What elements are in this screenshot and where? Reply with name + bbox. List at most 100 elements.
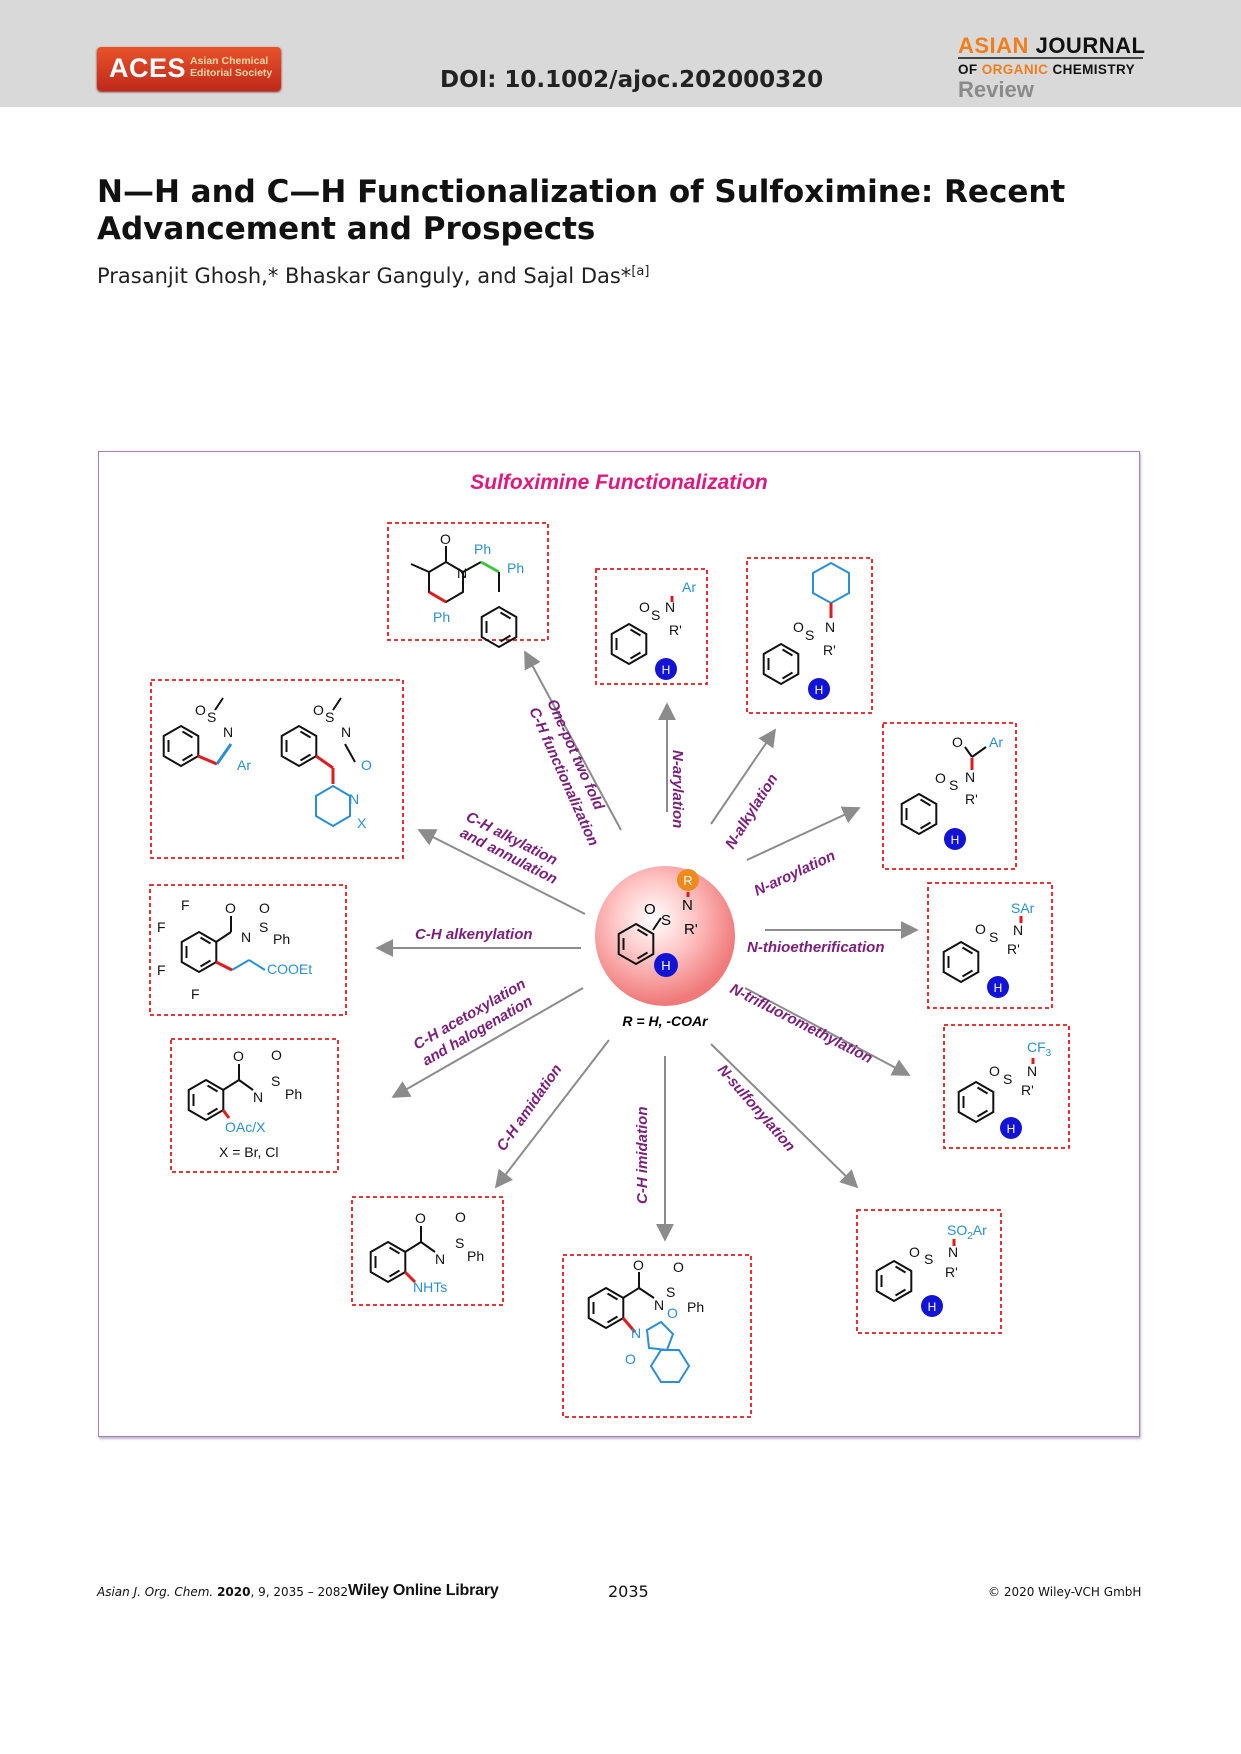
center-hydrogen-label: H [661, 958, 670, 973]
svg-text:NHTs: NHTs [413, 1279, 447, 1295]
product-ch-alkenylation: F F F F O N S O Ph COOEt [157, 897, 312, 1002]
affiliation-mark: [a] [631, 264, 650, 279]
svg-text:H: H [994, 981, 1003, 995]
svg-text:SO2Ar: SO2Ar [947, 1222, 987, 1242]
label-n-trifluoromethylation: N-trifluoromethylation [727, 980, 875, 1067]
svg-text:N: N [631, 1325, 641, 1341]
author-list: Prasanjit Ghosh,* Bhaskar Ganguly, and S… [97, 264, 649, 288]
svg-text:R': R' [823, 642, 836, 658]
box-ch-acetoxylation [170, 1038, 339, 1173]
aces-logo-sub1: Asian Chemical [190, 55, 269, 67]
svg-text:Ph: Ph [474, 541, 491, 557]
footer-year: 2020 [217, 1585, 251, 1599]
svg-text:O: O [313, 702, 324, 718]
svg-text:N: N [825, 619, 835, 635]
svg-text:Ph: Ph [285, 1086, 302, 1102]
svg-text:O: O [633, 1257, 644, 1273]
product-n-aroylation: O Ar O S N R' H [900, 734, 1003, 850]
journal-logo-line1: ASIAN JOURNAL [958, 33, 1145, 59]
label-n-sulfonylation: N-sulfonylation [714, 1061, 798, 1155]
svg-text:N: N [965, 769, 975, 785]
svg-text:S: S [949, 777, 958, 793]
svg-text:R': R' [1007, 941, 1020, 957]
svg-text:N: N [349, 791, 359, 807]
svg-text:S: S [271, 1073, 280, 1089]
svg-text:N: N [654, 1297, 664, 1313]
svg-text:R': R' [669, 622, 682, 638]
svg-text:N: N [1027, 1063, 1037, 1079]
product-frames [149, 522, 1070, 1418]
doi-link[interactable]: DOI: 10.1002/ajoc.202000320 [440, 67, 824, 93]
svg-text:O: O [952, 734, 963, 750]
svg-text:O: O [440, 531, 451, 547]
label-n-arylation: N-arylation [669, 750, 686, 828]
svg-text:H: H [928, 1300, 937, 1314]
graphical-figure: Sulfoximine Functionalization One-pot tw… [98, 451, 1140, 1437]
svg-text:O: O [415, 1210, 426, 1226]
svg-text:F: F [157, 962, 166, 978]
center-r-prime: R' [684, 921, 698, 938]
authors-text: Prasanjit Ghosh,* Bhaskar Ganguly, and S… [97, 264, 632, 288]
svg-text:N: N [665, 599, 675, 615]
product-n-sulfonylation: SO2Ar O S N R' H [875, 1222, 987, 1317]
svg-text:Ph: Ph [467, 1248, 484, 1264]
svg-text:CF3: CF3 [1027, 1039, 1052, 1059]
label-ch-imidation: C-H imidation [634, 1107, 651, 1205]
svg-text:O: O [233, 1048, 244, 1064]
sulfoximine-scheme: Sulfoximine Functionalization One-pot tw… [149, 471, 1070, 1418]
svg-text:N: N [1013, 922, 1023, 938]
svg-text:Ph: Ph [687, 1299, 704, 1315]
label-n-alkylation: N-alkylation [722, 771, 781, 852]
reaction-arrows [375, 650, 919, 1242]
product-ch-imidation: O N S O Ph N O O [587, 1257, 704, 1383]
svg-text:Ph: Ph [433, 609, 450, 625]
center-caption: R = H, -COAr [622, 1013, 709, 1029]
center-hydrogen-ball [654, 953, 678, 977]
r-group-label: R [683, 873, 692, 888]
label-ch-amidation: C-H amidation [493, 1061, 565, 1154]
svg-text:Ar: Ar [237, 757, 251, 773]
journal-logo-line2: OF ORGANIC CHEMISTRY [958, 62, 1135, 77]
svg-text:O: O [625, 1351, 636, 1367]
svg-text:S: S [666, 1284, 675, 1300]
arrow-n-cf3 [744, 987, 911, 1076]
svg-text:O: O [259, 900, 270, 916]
journal-word-journal: JOURNAL [1035, 33, 1146, 58]
box-n-thio [927, 882, 1053, 1009]
svg-text:N: N [341, 724, 351, 740]
svg-text:OAc/X: OAc/X [225, 1119, 266, 1135]
footer-citation: Asian J. Org. Chem. 2020, 9, 2035 – 2082 [97, 1585, 348, 1599]
svg-text:N: N [241, 929, 251, 945]
svg-text:F: F [181, 897, 190, 913]
article-title: N—H and C—H Functionalization of Sulfoxi… [97, 174, 1147, 248]
svg-text:O: O [909, 1244, 920, 1260]
svg-text:X = Br, Cl: X = Br, Cl [219, 1144, 279, 1160]
svg-text:S: S [1003, 1071, 1012, 1087]
svg-text:O: O [639, 599, 650, 615]
svg-text:O: O [989, 1063, 1000, 1079]
box-n-cf3 [943, 1024, 1070, 1149]
svg-text:S: S [455, 1235, 464, 1251]
svg-text:F: F [191, 986, 200, 1002]
page-number: 2035 [608, 1582, 649, 1601]
svg-text:H: H [951, 833, 960, 847]
svg-text:S: S [207, 709, 216, 725]
svg-text:R': R' [945, 1264, 958, 1280]
product-n-cf3: CF3 O S N R' H [957, 1039, 1052, 1139]
aces-logo-text: ACES [109, 53, 187, 83]
aces-logo[interactable]: ACES Asian Chemical Editorial Society [97, 47, 281, 91]
svg-text:S: S [325, 709, 334, 725]
svg-text:O: O [361, 757, 372, 773]
wiley-online-library-link[interactable]: Wiley Online Library [348, 1582, 499, 1599]
svg-text:N: N [435, 1251, 445, 1267]
r-group-ball [677, 869, 699, 891]
box-ch-imidation [562, 1254, 752, 1418]
label-n-thioetherification: N-thioetherification [747, 939, 885, 956]
svg-text:Ph: Ph [273, 931, 290, 947]
arrow-n-alkylation [710, 728, 777, 825]
svg-text:S: S [805, 627, 814, 643]
svg-text:H: H [1007, 1122, 1016, 1136]
svg-text:H: H [662, 663, 671, 677]
article-title-line2: Advancement and Prospects [97, 211, 596, 247]
box-one-pot [387, 522, 549, 641]
